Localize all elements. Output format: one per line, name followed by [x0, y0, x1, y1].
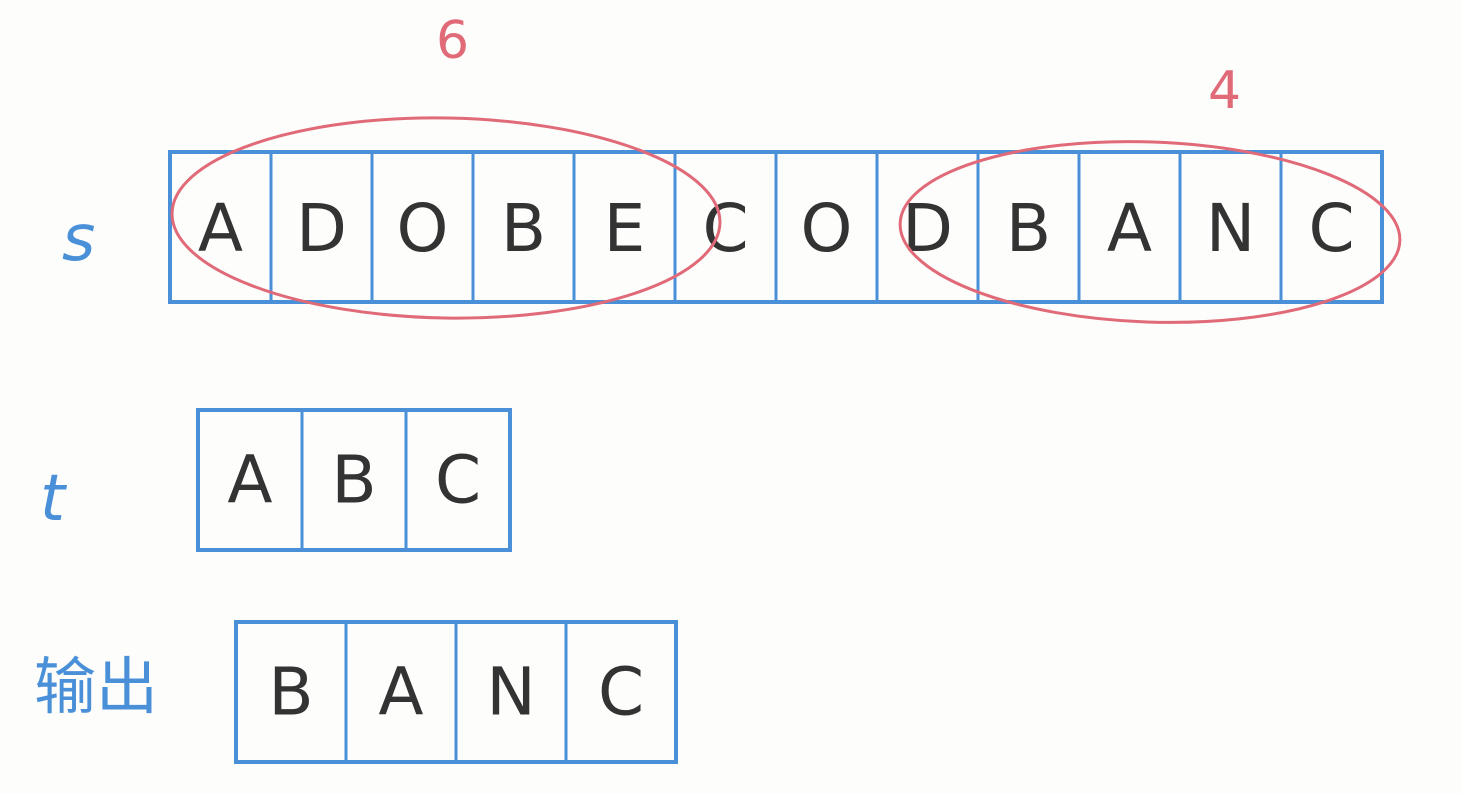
row-label-t: t — [40, 462, 68, 536]
output-cell-3: C — [598, 653, 644, 730]
row-s-border — [168, 150, 1384, 304]
s-cell-0: A — [198, 190, 243, 267]
output-cell-0: B — [268, 653, 313, 730]
s-cell-4: E — [604, 190, 646, 267]
s-cell-6: O — [801, 190, 853, 267]
row-label-s: s — [62, 202, 95, 276]
s-cell-1: D — [296, 190, 347, 267]
right-window-length-label: 4 — [1208, 61, 1241, 121]
row-t-border — [196, 408, 512, 552]
s-cell-5: C — [702, 190, 748, 267]
output-cell-1: A — [378, 653, 423, 730]
t-cell-1: B — [331, 441, 376, 518]
row-output-border — [234, 620, 678, 764]
s-cell-10: N — [1206, 190, 1255, 267]
left-window-length-label: 6 — [436, 11, 469, 71]
t-cell-0: A — [227, 441, 272, 518]
t-cell-2: C — [435, 441, 481, 518]
s-cell-3: B — [501, 190, 546, 267]
right-window-circle — [898, 140, 1402, 324]
left-window-circle — [170, 116, 722, 320]
s-cell-11: C — [1308, 190, 1354, 267]
s-cell-8: B — [1006, 190, 1051, 267]
s-cell-7: D — [902, 190, 953, 267]
s-cell-9: A — [1107, 190, 1152, 267]
row-label-output: 输出 — [34, 650, 158, 723]
s-cell-2: O — [397, 190, 449, 267]
output-cell-2: N — [486, 653, 535, 730]
